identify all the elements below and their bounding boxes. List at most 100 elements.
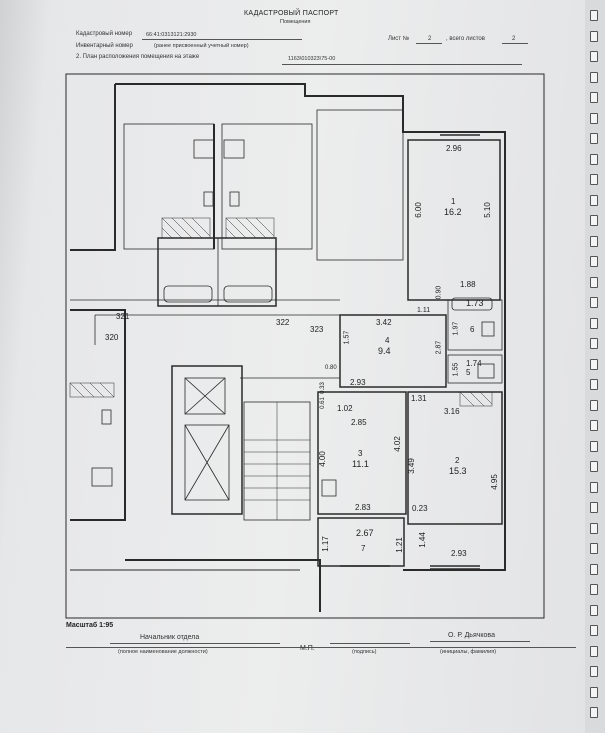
binding-hole [590, 317, 598, 329]
scale-label: Масштаб 1:95 [66, 622, 114, 629]
footer-rule [66, 647, 576, 648]
room-2-area: 15.3 [449, 466, 467, 476]
binding-hole [590, 481, 598, 493]
room-1-number: 1 [451, 197, 456, 206]
dim-label: 1.55 [452, 362, 460, 377]
room-2-number: 2 [455, 456, 460, 465]
inventory-value: 1163\010323\75-00 [288, 56, 336, 62]
dim-label: 6.00 [413, 202, 423, 218]
signatory-name: О. Р. Дьячкова [448, 632, 495, 639]
dim-label: 2.93 [451, 549, 467, 558]
sheet-total-label: , всего листов [446, 36, 485, 42]
binding-hole [590, 502, 598, 513]
binding-hole [590, 215, 598, 226]
flat-322-label: 322 [276, 318, 290, 327]
room-5-number: 5 [466, 368, 471, 377]
binding-hole [590, 686, 598, 698]
inventory-label: Инвентарный номер [76, 43, 133, 49]
name-line [430, 641, 530, 642]
dim-label: 3.16 [444, 407, 460, 416]
sheet-total-line [502, 43, 528, 44]
binding-hole [590, 276, 598, 288]
binding-hole [590, 133, 598, 144]
binding-hole [590, 235, 598, 247]
sheet-total: 2 [512, 36, 516, 42]
binding-hole [590, 645, 598, 657]
dim-label: 4.02 [392, 436, 402, 452]
position-title: Начальник отдела [140, 634, 200, 641]
binding-hole [590, 92, 598, 103]
dim-label: 1.21 [394, 537, 404, 553]
document-subtitle: Помещения [280, 19, 311, 25]
plan-section-title: 2. План расположения помещения на этаже [76, 54, 200, 60]
room-5-area: 1.74 [466, 359, 482, 368]
inventory-note: (ранее присвоенный учетный номер) [154, 43, 249, 49]
dim-label: 3.42 [376, 318, 392, 327]
dim-label: 4.95 [489, 474, 499, 490]
cadastral-line [142, 39, 302, 40]
dim-label: 1.02 [337, 404, 353, 413]
signature-line [330, 643, 410, 644]
flat-321-label: 321 [116, 312, 130, 321]
room-7-number: 7 [361, 544, 366, 553]
dim-label: 4.00 [317, 451, 327, 467]
flat-320-label: 320 [105, 333, 119, 342]
binding-hole [590, 153, 598, 165]
dim-label: 0.23 [412, 504, 428, 513]
binding-hole [590, 174, 598, 185]
dim-label: 1.97 [452, 321, 460, 336]
sheet-number-line [416, 43, 442, 44]
binding-hole [590, 297, 598, 308]
dim-label: 2.85 [351, 418, 367, 427]
binding-hole [590, 625, 598, 636]
cadastral-value: 66:41:0313121:2930 [146, 32, 197, 38]
room-4-area: 9.4 [378, 346, 391, 356]
dim-label: 1.11 [417, 307, 431, 314]
binding-hole [590, 420, 598, 431]
dim-label: 3.49 [406, 458, 416, 474]
binding-hole [590, 399, 598, 411]
binding-hole [590, 584, 598, 595]
binding-hole [590, 543, 598, 554]
binding-hole [590, 440, 598, 452]
dim-label: 1.17 [320, 536, 330, 552]
binding-hole [590, 358, 598, 370]
passport-sheet [0, 0, 585, 733]
binding-hole [590, 51, 598, 62]
binding-hole [590, 666, 598, 677]
dim-label: 0.61 [319, 397, 326, 409]
binding-hole [590, 10, 598, 21]
position-line [110, 643, 280, 644]
position-note: (полное наименование должности) [118, 649, 208, 655]
dim-label: 1.88 [460, 280, 476, 289]
sheet-number: 2 [428, 36, 432, 42]
signature-note: (подпись) [352, 649, 377, 655]
dim-label: 0.80 [325, 365, 337, 371]
dim-label: 2.93 [350, 378, 366, 387]
binding-hole [590, 30, 598, 42]
name-note: (инициалы, фамилия) [440, 649, 497, 655]
room-3-area: 11.1 [352, 459, 369, 469]
binding-hole [590, 256, 598, 267]
dim-label: 2.87 [435, 340, 443, 355]
binding-hole [590, 112, 598, 124]
room-4-number: 4 [385, 336, 390, 345]
dim-label: 1.57 [343, 330, 351, 345]
dim-label: 5.10 [482, 202, 492, 218]
binding-hole [590, 707, 598, 718]
binding-hole [590, 71, 598, 83]
dim-label: 1.31 [411, 394, 427, 403]
binding-hole [590, 604, 598, 616]
dim-label: 2.83 [355, 503, 371, 512]
binding-hole [590, 563, 598, 575]
binding-hole [590, 379, 598, 390]
stamp-label: М.П. [300, 645, 315, 652]
binding-hole [590, 461, 598, 472]
document-title: КАДАСТРОВЫЙ ПАСПОРТ [244, 10, 339, 17]
binding-hole [590, 194, 598, 206]
binding-hole [590, 338, 598, 349]
dim-label: 1.44 [417, 532, 427, 548]
inventory-line [282, 64, 522, 65]
room-6-number: 6 [470, 325, 475, 334]
